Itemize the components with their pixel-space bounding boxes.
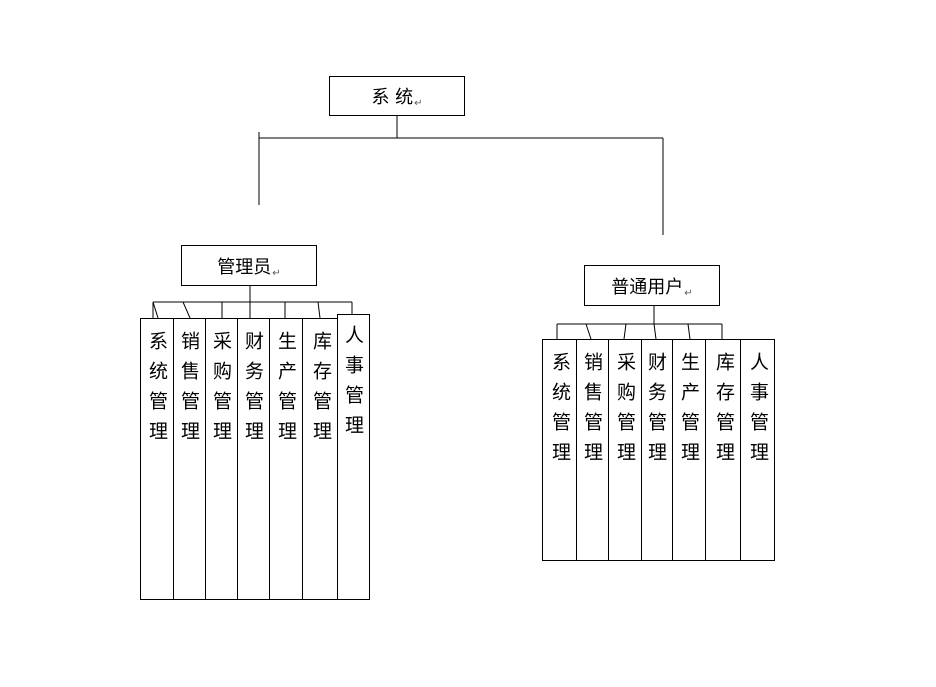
user-fan-drop-5 (687, 323, 691, 340)
admin-fan-drop-3 (182, 301, 191, 319)
admin-module-production: 生产管理 (269, 318, 303, 600)
paragraph-mark-icon: ↵ (272, 268, 281, 279)
user-module-purchase: 采购管理 (608, 339, 642, 561)
admin-module-finance: 财务管理 (237, 318, 270, 600)
admin-module-inventory: 库存管理 (302, 318, 338, 600)
user-node: 普通用户↵ (584, 265, 720, 306)
paragraph-mark-icon: ↵ (684, 288, 693, 299)
user-fan-drop-4 (653, 323, 657, 340)
user-label: 普通用户 (611, 276, 684, 298)
admin-label: 管理员 (217, 256, 272, 278)
admin-module-system: 系统管理 (140, 318, 174, 600)
admin-module-purchase: 采购管理 (205, 318, 238, 600)
admin-module-hr: 人事管理 (337, 314, 370, 600)
user-fan-drop-3 (623, 323, 627, 340)
user-module-hr: 人事管理 (740, 339, 775, 561)
user-module-system: 系统管理 (542, 339, 577, 561)
user-fan-drop-2 (585, 323, 592, 340)
user-module-sales: 销售管理 (576, 339, 609, 561)
user-module-finance: 财务管理 (641, 339, 673, 561)
root-label: 系 统 (371, 87, 414, 108)
paragraph-mark-icon: ↵ (414, 98, 423, 109)
admin-node: 管理员↵ (181, 245, 317, 286)
admin-fan-drop-2 (152, 301, 159, 319)
user-module-inventory: 库存管理 (705, 339, 741, 561)
admin-fan-drop-7 (317, 301, 321, 319)
root-node: 系 统↵ (329, 76, 465, 116)
user-module-production: 生产管理 (672, 339, 706, 561)
admin-module-sales: 销售管理 (173, 318, 206, 600)
